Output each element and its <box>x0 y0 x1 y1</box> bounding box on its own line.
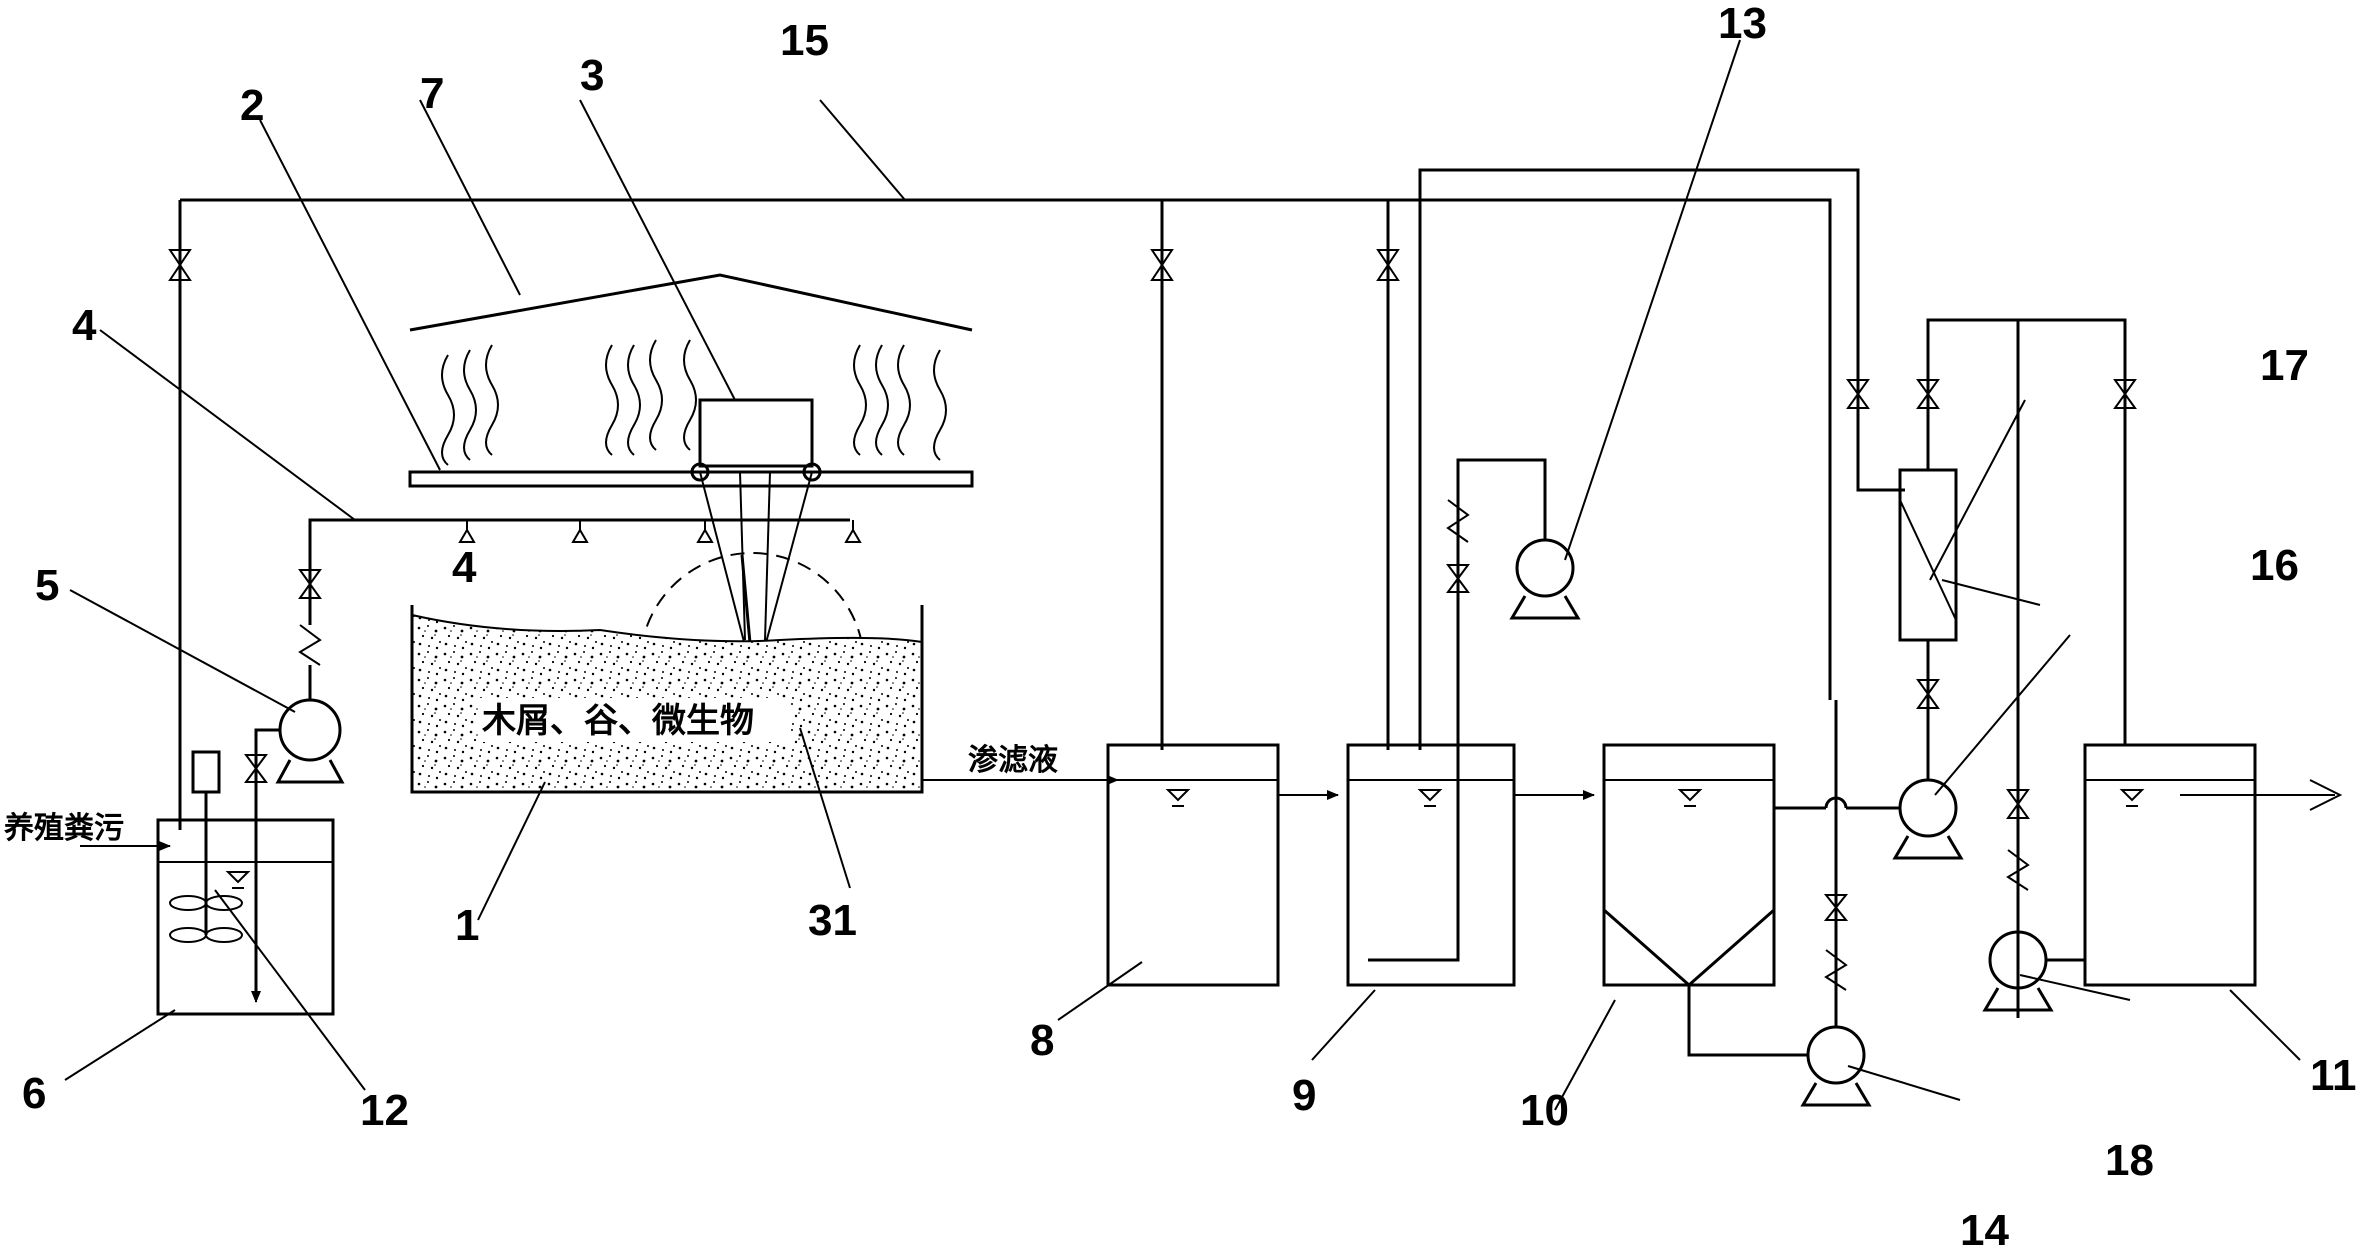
label-15: 15 <box>780 16 829 65</box>
turner-arms <box>699 471 813 666</box>
valve-left-riser <box>168 249 192 281</box>
filter-top-line <box>1926 318 2127 745</box>
label-4: 4 <box>72 301 97 350</box>
membrane-filter <box>1898 468 1958 642</box>
label-14: 14 <box>1960 1206 2009 1255</box>
valve-pump-5-suction <box>244 754 268 783</box>
greenhouse-roof <box>409 273 973 332</box>
tank-10-hopper <box>1603 908 1775 988</box>
valve-backflush <box>2006 789 2030 819</box>
pump-13-base <box>1509 595 1581 620</box>
leader-lines <box>64 39 2301 1111</box>
turner-wheel-left <box>690 462 710 482</box>
label-2: 2 <box>240 81 264 130</box>
label-9: 9 <box>1292 1071 1316 1120</box>
label-12: 12 <box>360 1086 409 1135</box>
manure-tank <box>156 818 335 1016</box>
filter-feed-pipe <box>1418 168 1905 750</box>
valve-sludge <box>1823 894 1849 921</box>
check-valve-backflush <box>2006 849 2030 891</box>
label-10: 10 <box>1520 1086 1569 1135</box>
bed-surface <box>411 614 923 643</box>
pump-5-base <box>275 759 345 784</box>
effluent-arrow <box>2180 779 2343 811</box>
substrate-label: 木屑、谷、微生物 <box>481 701 754 741</box>
dosing-line <box>1456 458 1547 740</box>
pump-14-base <box>1800 1082 1872 1107</box>
label-16: 16 <box>2250 541 2299 590</box>
turner-machine <box>698 398 814 468</box>
check-valve-spray <box>298 624 322 666</box>
valve-tank9-riser <box>1376 249 1400 281</box>
manure-tank-water-symbol <box>225 871 251 889</box>
tank-9-aerator <box>1368 740 1460 962</box>
tank-8-water-symbol <box>1165 789 1191 807</box>
tank-11 <box>2083 743 2257 987</box>
label-31: 31 <box>808 896 857 945</box>
pump-14 <box>1806 1025 1866 1085</box>
label-5: 5 <box>35 561 59 610</box>
label-1: 1 <box>455 901 479 950</box>
tank-11-water-symbol <box>2119 789 2145 807</box>
valve-tank11-top <box>2113 379 2137 409</box>
label-11: 11 <box>2310 1051 2357 1100</box>
valve-tank8-riser <box>1150 249 1174 281</box>
sludge-line <box>1687 985 1808 1057</box>
label-7: 7 <box>420 69 444 118</box>
check-valve-sludge <box>1824 949 1848 991</box>
heat-waves <box>441 339 947 466</box>
valve-filter-top <box>1916 379 1940 409</box>
tank-10-water-symbol <box>1677 789 1703 807</box>
pipe-crossover <box>1824 796 1848 809</box>
pump-5-suction <box>254 728 280 1000</box>
label-4-nozzle: 4 <box>452 543 477 592</box>
label-18: 18 <box>2105 1136 2154 1185</box>
mixer-impellers <box>169 895 243 943</box>
main-gas-pipe <box>180 198 1832 700</box>
turner-wheel-right <box>802 462 822 482</box>
spray-nozzles <box>458 520 862 543</box>
valve-filter-feed <box>1846 379 1870 409</box>
label-17: 17 <box>2260 341 2309 390</box>
valve-dosing <box>1446 564 1470 593</box>
fermentation-bed-tank <box>410 605 924 794</box>
tank-9-water-symbol <box>1417 789 1443 807</box>
check-valve-dosing <box>1446 499 1470 543</box>
label-6: 6 <box>22 1069 46 1118</box>
mixer-motor <box>191 750 221 794</box>
label-8: 8 <box>1030 1016 1054 1065</box>
valve-pump-16 <box>1916 679 1940 709</box>
filtrate-label: 渗滤液 <box>968 743 1058 778</box>
manure-label: 养殖粪污 <box>4 811 124 846</box>
tank-8 <box>1106 743 1280 987</box>
pump-13 <box>1515 538 1575 598</box>
substrate-label-bg <box>478 698 790 742</box>
label-3: 3 <box>580 51 604 100</box>
label-13: 13 <box>1718 0 1767 48</box>
pump-16-base <box>1892 835 1964 860</box>
pump-16 <box>1898 778 1958 838</box>
tank-9 <box>1346 743 1516 987</box>
valve-spray-feed <box>298 569 322 599</box>
membrane-diagonal <box>1899 499 1957 621</box>
pump-18-base <box>1982 987 2054 1012</box>
